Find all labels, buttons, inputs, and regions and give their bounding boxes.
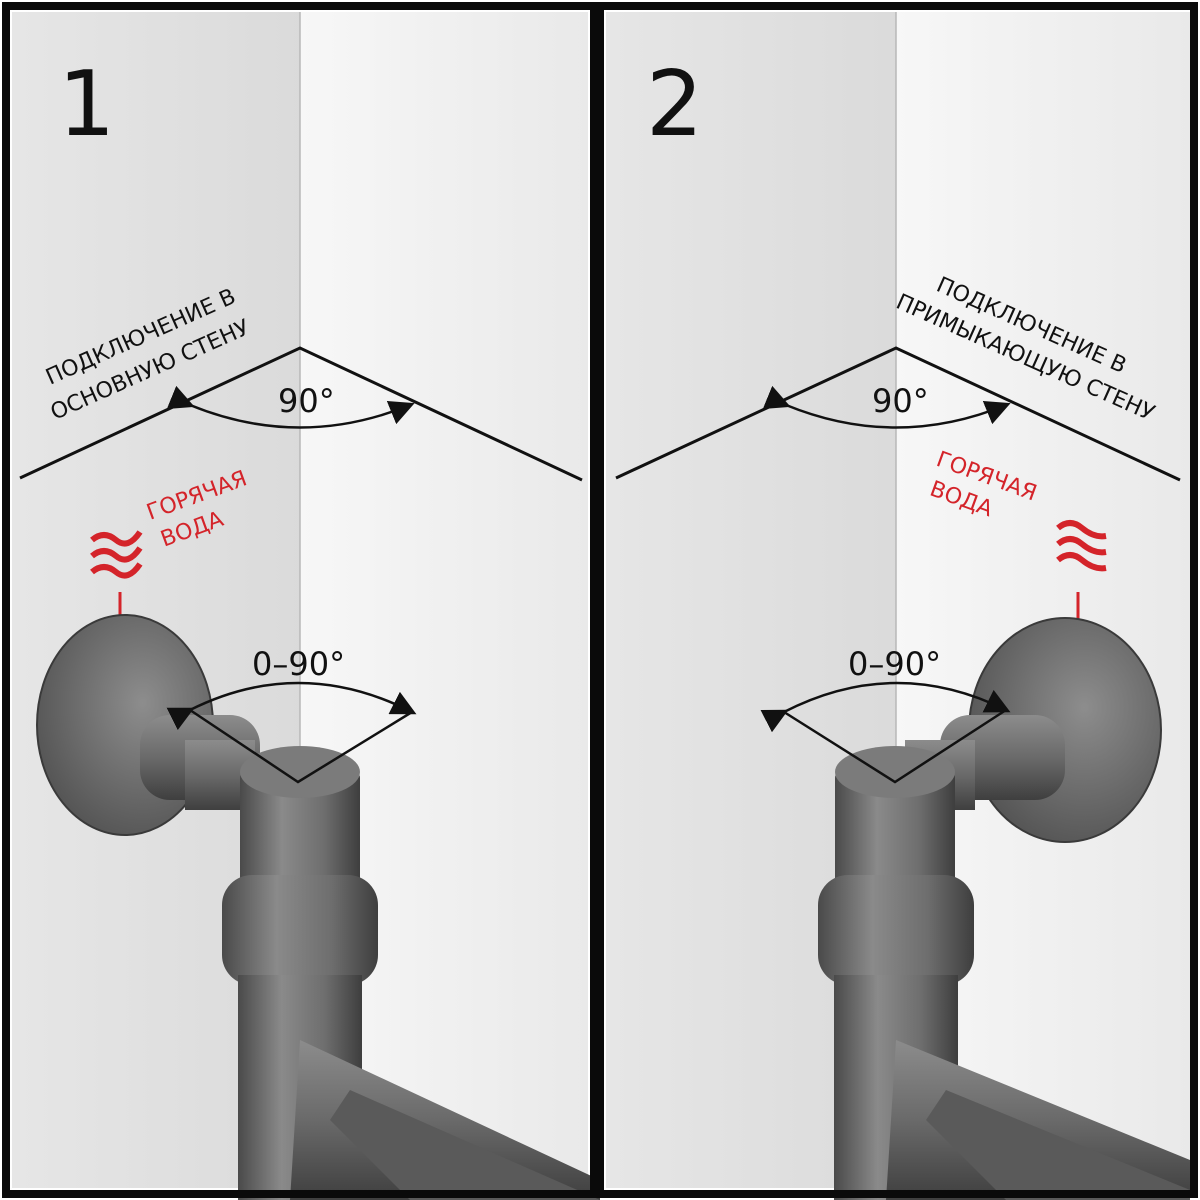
panel-2: 2 90° ПОДКЛЮЧЕНИЕ В ПРИМЫКАЮЩУЮ СТЕНУ ГО…: [606, 12, 1190, 1200]
rotation-arc: [760, 681, 1011, 733]
union-nut: [222, 875, 378, 985]
rotation-arc: [166, 681, 417, 731]
valve-assembly: [36, 614, 600, 1200]
panel-number: 2: [646, 52, 703, 157]
rotation-range-label: 0–90°: [252, 645, 345, 683]
hot-water-icon: [1056, 520, 1107, 572]
panel-1: 1 90° ПОДКЛЮЧЕНИЕ В ОСНОВНУЮ СТЕНУ ГОРЯЧ…: [12, 12, 600, 1200]
wall-angle-label: 90°: [278, 382, 335, 420]
rail-crossbar: [926, 1090, 1190, 1200]
hot-water-icon: [90, 530, 143, 579]
corner-plan-lines: [615, 346, 1181, 482]
rotation-lines: [189, 708, 413, 784]
wall-angle-arc: [762, 385, 1011, 429]
vertical-cap: [240, 770, 360, 890]
vertical-cap-top: [835, 746, 955, 798]
panel-number: 1: [58, 52, 115, 157]
rotation-range-label: 0–90°: [848, 645, 941, 683]
panel-2-frame: [596, 2, 1198, 1198]
wall-angle-label: 90°: [872, 382, 929, 420]
rail-crossbar: [330, 1090, 600, 1200]
wall-angle-arc: [166, 385, 415, 429]
vertical-cap-top: [240, 746, 360, 798]
valve-assembly: [818, 617, 1190, 1200]
corner-plan-lines: [19, 346, 583, 482]
rotation-lines: [783, 708, 1007, 784]
vertical-cap: [835, 770, 955, 890]
union-nut: [818, 875, 974, 985]
panel-1-frame: [2, 2, 598, 1198]
rail-pipe: [290, 1040, 600, 1200]
